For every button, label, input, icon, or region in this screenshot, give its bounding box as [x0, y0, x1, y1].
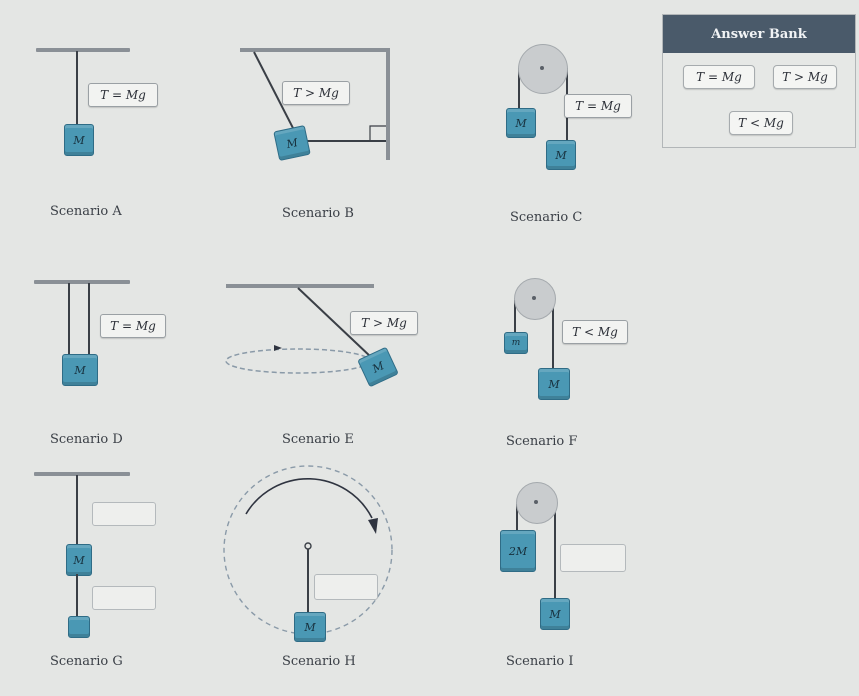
scenario-d-tension-label: T = Mg — [100, 314, 166, 338]
scenario-c-label: Scenario C — [510, 210, 583, 225]
scenario-a-label: Scenario A — [50, 204, 122, 219]
scenario-h-circular-path — [223, 465, 393, 635]
scenario-f-rope-right — [552, 300, 554, 370]
scenario-g-ceiling — [34, 472, 130, 476]
scenario-g-rope-bottom — [76, 574, 78, 618]
answer-bank: Answer Bank T = Mg T > Mg T < Mg — [662, 14, 856, 148]
scenario-g-rope-top — [76, 475, 78, 545]
scenario-d-label: Scenario D — [50, 432, 123, 447]
scenario-f-mass-right: M — [538, 368, 570, 400]
scenario-e-tension-label: T > Mg — [350, 311, 418, 335]
scenario-g-tension-bottom-dropzone[interactable] — [92, 586, 156, 610]
answer-bank-title: Answer Bank — [663, 15, 855, 53]
scenario-c-pulley-axle — [540, 66, 544, 70]
scenario-c-mass-left: M — [506, 108, 536, 138]
scenario-d-mass: M — [62, 354, 98, 386]
scenario-f-label: Scenario F — [506, 434, 578, 449]
scenario-i-tension-dropzone[interactable] — [560, 544, 626, 572]
scenario-g-mass-bottom — [68, 616, 90, 638]
scenario-f-rope-left — [514, 300, 516, 334]
scenario-i-rope-right — [554, 504, 556, 600]
scenario-c-mass-right: M — [546, 140, 576, 170]
scenario-g-tension-top-dropzone[interactable] — [92, 502, 156, 526]
scenario-b-tension-label: T > Mg — [282, 81, 350, 105]
scenario-f-tension-label: T < Mg — [562, 320, 628, 344]
scenario-a-tension-label: T = Mg — [88, 83, 158, 107]
scenario-f-mass-left: m — [504, 332, 528, 354]
scenario-e-label: Scenario E — [282, 432, 354, 447]
scenario-g-label: Scenario G — [50, 654, 123, 669]
scenario-i-rope-left — [516, 504, 518, 532]
scenario-c-tension-label: T = Mg — [564, 94, 632, 118]
scenario-b-structure — [240, 48, 390, 160]
scenario-c-rope-left — [518, 68, 520, 110]
scenario-h-mass: M — [294, 612, 326, 642]
scenario-d-rope-left — [68, 283, 70, 357]
scenario-a-rope — [76, 51, 78, 125]
scenario-f-pulley-axle — [532, 296, 536, 300]
scenario-a-mass: M — [64, 124, 94, 156]
scenario-a-ceiling — [36, 48, 130, 52]
scenario-i-mass-right: M — [540, 598, 570, 630]
scenario-d-ceiling — [34, 280, 130, 284]
answer-chip-t-less-mg[interactable]: T < Mg — [729, 111, 793, 135]
answer-chip-t-greater-mg[interactable]: T > Mg — [773, 65, 837, 89]
answer-chip-t-equals-mg[interactable]: T = Mg — [683, 65, 755, 89]
scenario-b-label: Scenario B — [282, 206, 354, 221]
scenario-h-tension-dropzone[interactable] — [314, 574, 378, 600]
scenario-h-label: Scenario H — [282, 654, 356, 669]
scenario-d-rope-right — [88, 283, 90, 357]
scenario-i-mass-left: 2M — [500, 530, 536, 572]
scenario-i-label: Scenario I — [506, 654, 574, 669]
scenario-i-pulley-axle — [534, 500, 538, 504]
scenario-g-mass-top: M — [66, 544, 92, 576]
